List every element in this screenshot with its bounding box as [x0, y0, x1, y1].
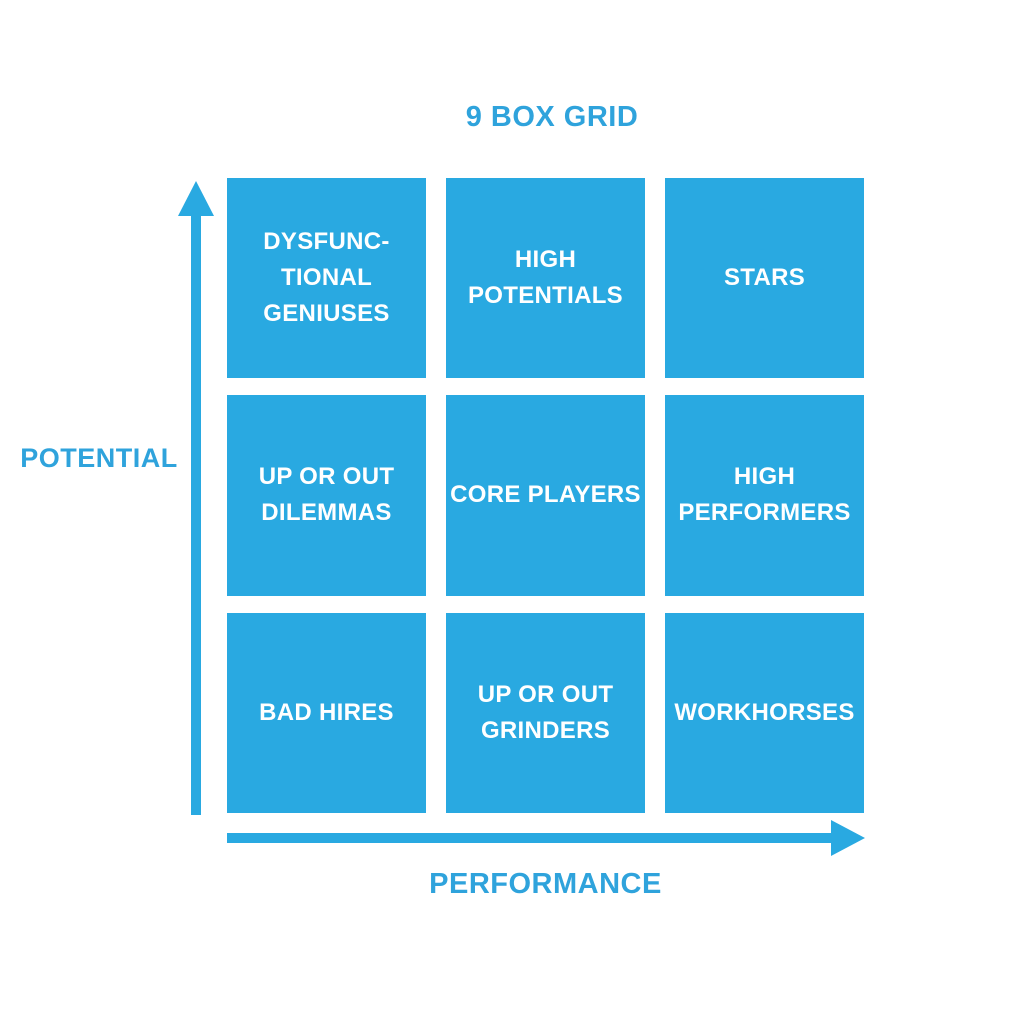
grid-cell-label: HIGH PERFORMERS [678, 463, 851, 527]
grid-cell-label: HIGH POTENTIALS [467, 246, 623, 310]
y-axis-label: POTENTIAL [20, 443, 178, 473]
grid-cell-label: UP OR OUT GRINDERS [477, 680, 614, 744]
grid-cell-dysfunctional-geniuses: DYSFUNC- TIONAL GENIUSES [227, 178, 426, 379]
grid-cell-stars: STARS [665, 178, 864, 379]
y-axis-arrow-icon [178, 181, 214, 815]
grid-cell-core-players: CORE PLAYERS [446, 395, 645, 596]
grid-cell-label: WORKHORSES [674, 698, 855, 726]
grid-matrix: DYSFUNC- TIONAL GENIUSES HIGH POTENTIALS… [227, 178, 864, 813]
grid-cell-up-or-out-dilemmas: UP OR OUT DILEMMAS [227, 395, 426, 596]
page-title: 9 BOX GRID [465, 101, 639, 133]
grid-cell-label: DYSFUNC- TIONAL GENIUSES [263, 228, 390, 328]
x-axis-arrow-icon [227, 820, 865, 856]
grid-cell-bad-hires: BAD HIRES [227, 612, 426, 813]
grid-cell-label: UP OR OUT DILEMMAS [258, 463, 395, 527]
grid-cell-high-performers: HIGH PERFORMERS [665, 395, 864, 596]
grid-cell-up-or-out-grinders: UP OR OUT GRINDERS [446, 612, 645, 813]
x-axis-label: PERFORMANCE [429, 868, 662, 900]
grid-cell-label: STARS [723, 264, 806, 292]
grid-cell-label: BAD HIRES [259, 698, 394, 726]
grid-cell-label: CORE PLAYERS [450, 481, 641, 509]
grid-cell-high-potentials: HIGH POTENTIALS [446, 178, 645, 379]
grid-cell-workhorses: WORKHORSES [665, 612, 864, 813]
